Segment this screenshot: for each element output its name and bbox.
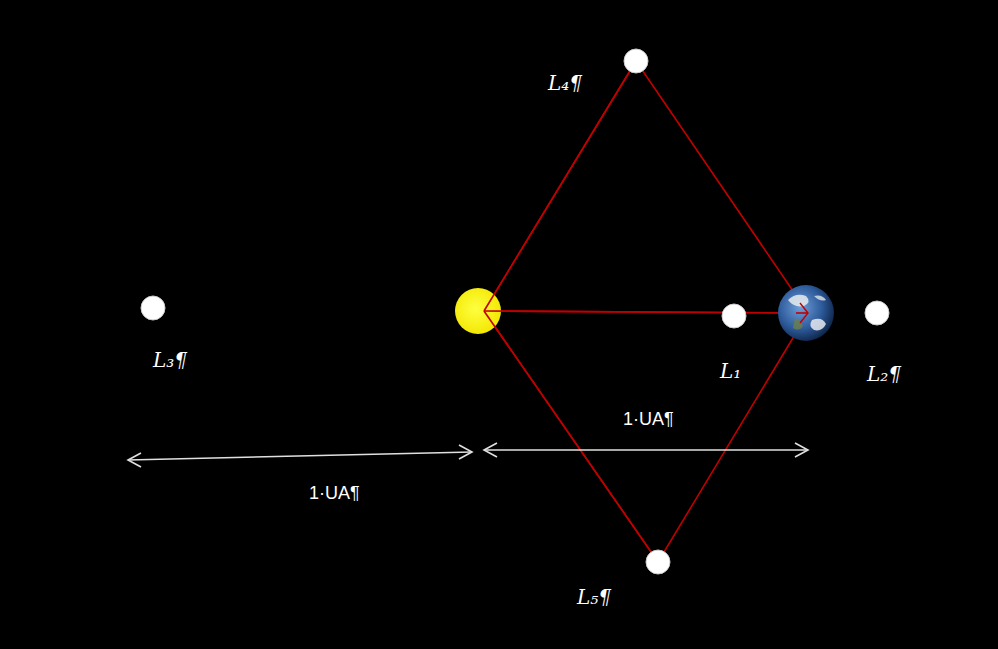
lagrange-points <box>141 49 889 574</box>
sun-earth-line <box>484 311 808 313</box>
sun-line-l4 <box>484 61 636 311</box>
point-label: L₄¶ <box>548 71 582 95</box>
point-label: L₂¶ <box>867 362 901 386</box>
dimension-arrows <box>128 443 808 467</box>
point-label: L₁ <box>720 359 741 383</box>
point-label: L₃¶ <box>153 348 187 372</box>
dimension-label: 1·UA¶ <box>309 483 360 505</box>
dimension-label: 1·UA¶ <box>623 409 674 431</box>
sun-line-l5 <box>484 311 658 562</box>
point-label: L₅¶ <box>577 585 611 609</box>
earth <box>778 285 834 341</box>
triangle-lines <box>484 61 808 562</box>
